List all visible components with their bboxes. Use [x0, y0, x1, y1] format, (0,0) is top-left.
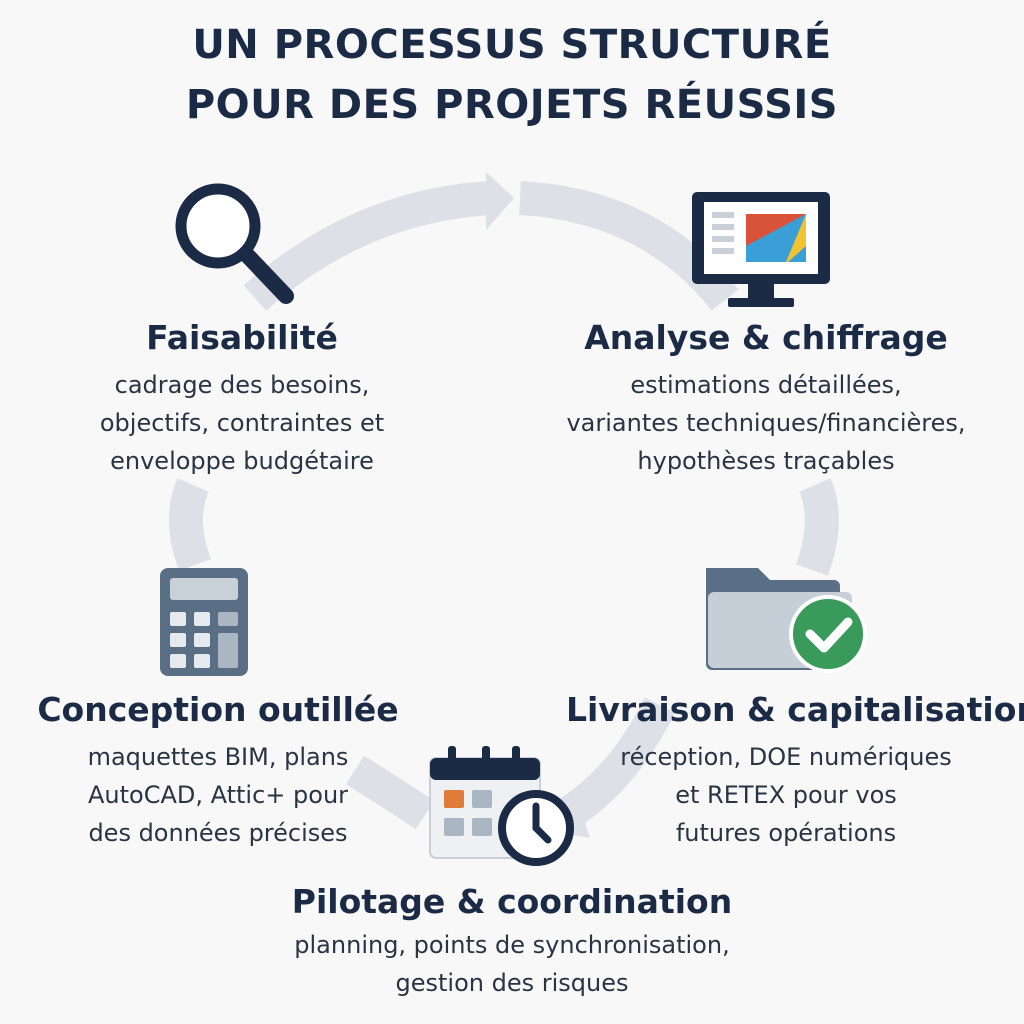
step-description-line: AutoCAD, Attic+ pour — [87, 781, 349, 809]
step-description-line: maquettes BIM, plans — [87, 743, 349, 771]
step-description-line: futures opérations — [675, 819, 897, 847]
step-description: planning, points de synchronisation, ges… — [242, 926, 782, 1002]
monitor-chart-icon — [688, 188, 836, 312]
step-description-line: et RETEX pour vos — [675, 781, 897, 809]
step-pilotage-coordination: Pilotage & coordination planning, points… — [242, 882, 782, 1002]
arrow-segment-bottom-left — [345, 755, 435, 830]
calendar-clock-icon — [426, 744, 576, 866]
step-title: Analyse & chiffrage — [584, 318, 948, 357]
step-description-line: cadrage des besoins, — [114, 371, 370, 399]
step-description-line: objectifs, contraintes et — [99, 409, 385, 437]
step-analyse-chiffrage: Analyse & chiffrage estimations détaillé… — [548, 318, 984, 480]
step-title: Pilotage & coordination — [291, 882, 733, 921]
step-description-line: planning, points de synchronisation, — [294, 931, 730, 959]
step-description: cadrage des besoins, objectifs, contrain… — [42, 366, 442, 480]
step-description: maquettes BIM, plans AutoCAD, Attic+ pou… — [18, 738, 418, 852]
step-description: réception, DOE numériques et RETEX pour … — [566, 738, 1006, 852]
step-livraison-capitalisation: Livraison & capitalisation réception, DO… — [566, 690, 1024, 852]
step-title: Conception outillée — [37, 690, 399, 729]
arrow-segment-left — [169, 478, 212, 572]
step-description-line: enveloppe budgétaire — [110, 447, 374, 475]
step-title: Faisabilité — [146, 318, 338, 357]
step-description-line: variantes techniques/financières, — [566, 409, 966, 437]
arrow-segment-right — [795, 478, 839, 576]
title-line-2: POUR DES PROJETS RÉUSSIS — [185, 82, 839, 128]
step-faisabilite: Faisabilité cadrage des besoins, objecti… — [42, 318, 442, 480]
step-description-line: hypothèses traçables — [637, 447, 895, 475]
title-line-1: UN PROCESSUS STRUCTURÉ — [192, 22, 832, 68]
folder-check-icon — [700, 558, 870, 678]
step-description-line: réception, DOE numériques — [620, 743, 952, 771]
arrow-segment-top — [243, 181, 493, 311]
magnifying-glass-icon — [170, 180, 300, 310]
step-description: estimations détaillées, variantes techni… — [548, 366, 984, 480]
step-conception-outillee: Conception outillée maquettes BIM, plans… — [18, 690, 418, 852]
arrowhead-top — [486, 172, 514, 230]
step-description-line: estimations détaillées, — [630, 371, 902, 399]
step-description-line: gestion des risques — [395, 969, 629, 997]
step-description-line: des données précises — [88, 819, 348, 847]
step-title: Livraison & capitalisation — [566, 690, 1024, 729]
calculator-icon — [158, 566, 250, 678]
